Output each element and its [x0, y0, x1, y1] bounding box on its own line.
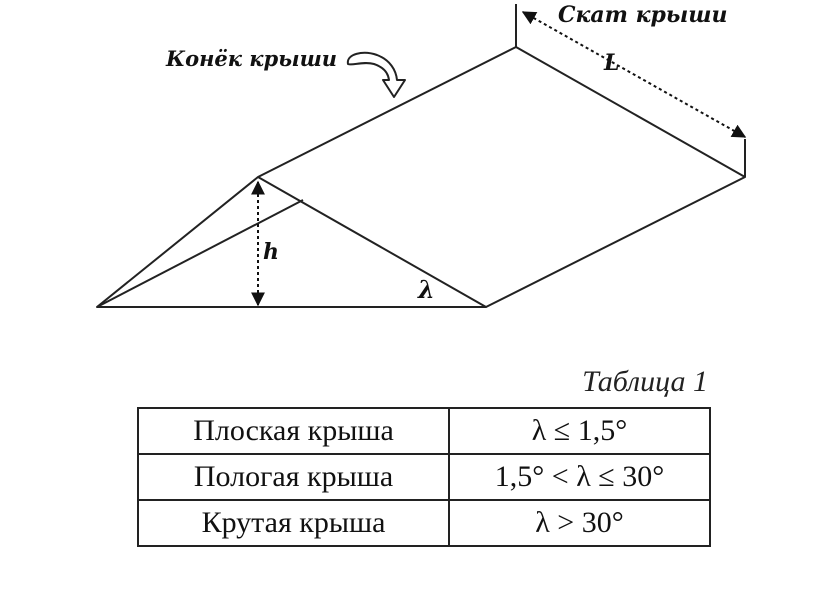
hidden-edge — [96, 199, 304, 308]
ridge-label: Конёк крыши — [165, 46, 337, 71]
roof-outline — [96, 46, 746, 308]
roof-type-cell: Пологая крыша — [137, 453, 450, 501]
ridge-curved-arrow-icon — [346, 51, 406, 98]
table-caption: Таблица 1 — [582, 365, 708, 398]
roof-diagram: h λ L Скат крыши Конёк крыши — [96, 2, 747, 308]
angle-label: λ — [417, 275, 435, 304]
height-label: h — [263, 239, 279, 265]
angle-condition-cell: 1,5° < λ ≤ 30° — [448, 453, 711, 501]
table-row: Пологая крыша 1,5° < λ ≤ 30° — [137, 453, 711, 501]
roof-types-table: Плоская крыша λ ≤ 1,5° Пологая крыша 1,5… — [137, 407, 711, 547]
slope-label: Скат крыши — [558, 2, 728, 28]
angle-condition-cell: λ > 30° — [448, 499, 711, 547]
slope-length-label: L — [603, 50, 619, 76]
roof-type-cell: Плоская крыша — [137, 407, 450, 455]
table-row: Плоская крыша λ ≤ 1,5° — [137, 407, 711, 455]
roof-slope-face — [257, 46, 746, 308]
roof-type-cell: Крутая крыша — [137, 499, 450, 547]
angle-condition-cell: λ ≤ 1,5° — [448, 407, 711, 455]
slope-length-arrow — [521, 11, 747, 138]
table-row: Крутая крыша λ > 30° — [137, 499, 711, 547]
roof-front-triangle — [96, 176, 487, 308]
